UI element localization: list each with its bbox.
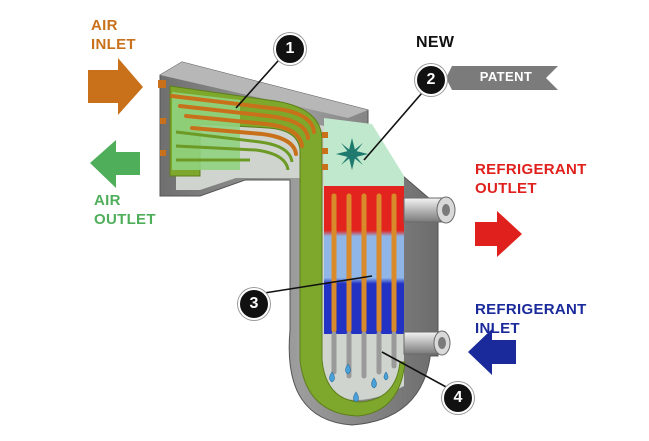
air-outlet-line-2: OUTLET: [94, 211, 156, 228]
patent-tag: [446, 66, 558, 90]
callout-1: 1: [274, 33, 306, 65]
callout-leaders: [235, 51, 449, 389]
refrigerant-inlet-line-2: INLET: [475, 320, 520, 337]
refrigerant-inlet-line-1: REFRIGERANT: [475, 301, 587, 318]
refrigerant-outlet-line-2: OUTLET: [475, 180, 537, 197]
air-outlet-arrow: [90, 140, 140, 188]
air-outlet-line-1: AIR: [94, 192, 121, 209]
refrigerant-outlet-line-1: REFRIGERANT: [475, 161, 587, 178]
callout-3: 3: [238, 288, 270, 320]
callout-4: 4: [442, 382, 474, 414]
refrigerant-inlet-label: REFRIGERANT INLET: [475, 300, 587, 338]
new-label: NEW: [416, 33, 454, 52]
refrigerant-inlet-pipe: [403, 330, 451, 356]
refrigerant-outlet-arrow: [475, 211, 522, 257]
manifold-studs: [158, 80, 328, 170]
air-outlet-label: AIR OUTLET: [94, 191, 156, 229]
refrigerant-tube-bank: [331, 193, 397, 333]
patent-label: PATENT: [479, 69, 533, 84]
refrigerant-inlet-arrow: [468, 329, 516, 375]
new-text: NEW: [416, 34, 455, 51]
air-inlet-line-1: AIR: [91, 17, 118, 34]
air-inlet-arrow: [88, 58, 143, 115]
callout-2: 2: [415, 64, 447, 96]
air-inlet-label: AIR INLET: [91, 16, 136, 54]
housing-top-face: [160, 62, 368, 118]
inlet-tubes: [170, 94, 316, 156]
water-drop-icon: [329, 363, 389, 403]
star-icon: [336, 138, 368, 170]
air-inlet-line-2: INLET: [91, 36, 136, 53]
refrigerant-outlet-pipe: [403, 196, 456, 224]
outlet-tubes: [175, 130, 294, 171]
refrigerant-outlet-label: REFRIGERANT OUTLET: [475, 160, 587, 198]
